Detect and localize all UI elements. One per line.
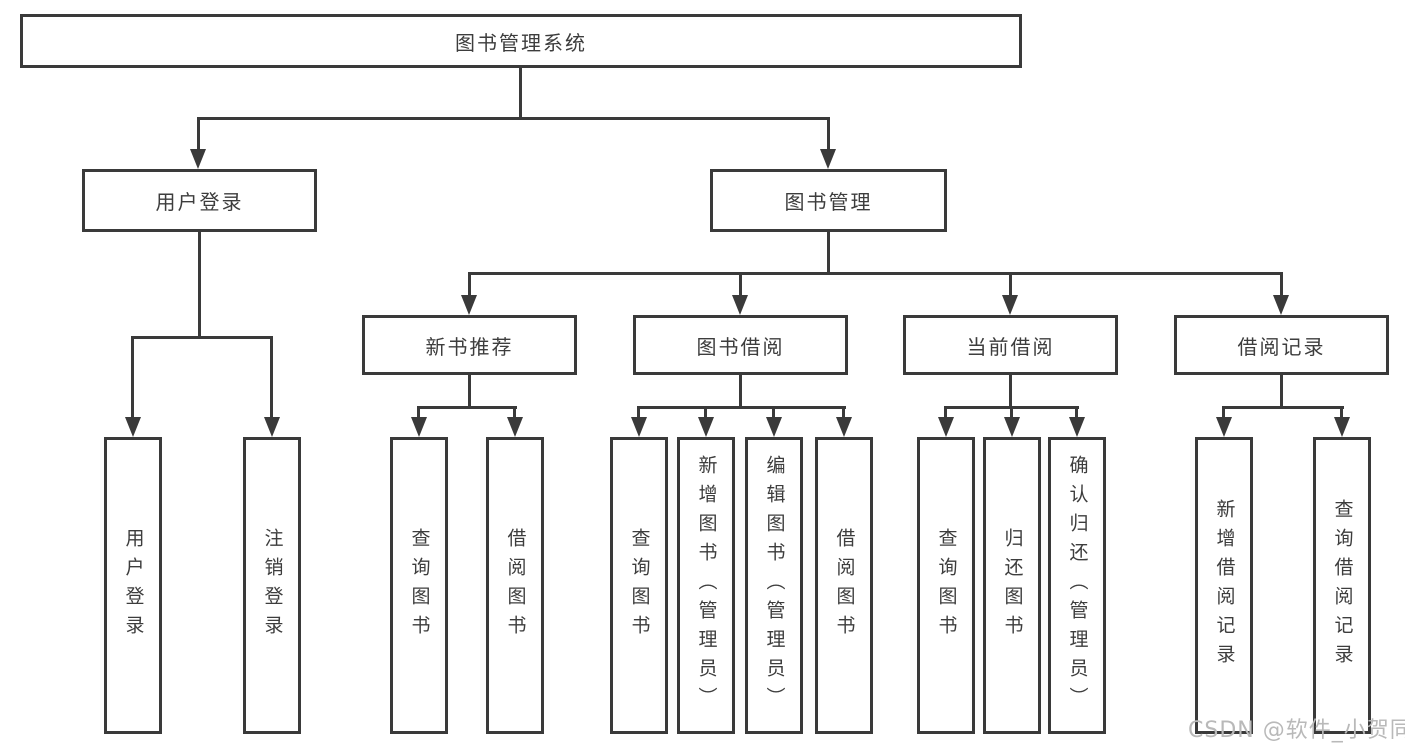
arrowhead-icon	[1334, 417, 1350, 437]
arrowhead-icon	[1216, 417, 1232, 437]
arrowhead-icon	[698, 417, 714, 437]
connector	[827, 118, 830, 152]
leaf-query-books-3: 查询图书	[917, 437, 975, 734]
arrowhead-icon	[125, 417, 141, 437]
connector	[1009, 375, 1012, 408]
connector	[1222, 407, 1225, 420]
csdn-watermark: CSDN @软件_小贺同学	[1188, 718, 1405, 743]
leaf-return-book: 归还图书	[983, 437, 1041, 734]
connector	[1075, 407, 1078, 420]
arrowhead-icon	[732, 295, 748, 315]
connector	[944, 407, 947, 420]
connector	[1280, 273, 1283, 298]
arrowhead-icon	[411, 417, 427, 437]
leaf-query-borrow-record: 查询借阅记录	[1313, 437, 1371, 734]
connector	[197, 118, 200, 152]
leaf-logout: 注销登录	[243, 437, 301, 734]
node-book-management: 图书管理	[710, 169, 947, 232]
node-current-borrow: 当前借阅	[903, 315, 1118, 375]
node-user-login: 用户登录	[82, 169, 317, 232]
arrowhead-icon	[836, 417, 852, 437]
node-library-management-system: 图书管理系统	[20, 14, 1022, 68]
arrowhead-icon	[1069, 417, 1085, 437]
leaf-edit-book-admin: 编辑图书（管理员）	[745, 437, 803, 734]
leaf-borrow-books-2: 借阅图书	[815, 437, 873, 734]
node-borrow-records: 借阅记录	[1174, 315, 1389, 375]
leaf-query-books: 查询图书	[390, 437, 448, 734]
arrowhead-icon	[461, 295, 477, 315]
connector	[513, 407, 516, 420]
connector	[1010, 407, 1013, 420]
arrowhead-icon	[1273, 295, 1289, 315]
connector	[468, 375, 471, 408]
arrowhead-icon	[938, 417, 954, 437]
connector	[842, 407, 845, 420]
connector	[1280, 375, 1283, 408]
connector	[468, 273, 471, 298]
arrowhead-icon	[820, 149, 836, 169]
connector	[1009, 273, 1012, 298]
connector	[637, 406, 846, 409]
connector	[519, 68, 522, 120]
node-book-borrow: 图书借阅	[633, 315, 848, 375]
connector	[739, 273, 742, 298]
arrowhead-icon	[1004, 417, 1020, 437]
connector	[704, 407, 707, 420]
connector	[1340, 407, 1343, 420]
leaf-confirm-return-admin: 确认归还（管理员）	[1048, 437, 1106, 734]
connector	[637, 407, 640, 420]
connector	[417, 406, 517, 409]
arrowhead-icon	[766, 417, 782, 437]
connector	[468, 272, 1283, 275]
arrowhead-icon	[631, 417, 647, 437]
leaf-query-books-2: 查询图书	[610, 437, 668, 734]
connector	[417, 407, 420, 420]
arrowhead-icon	[264, 417, 280, 437]
arrowhead-icon	[507, 417, 523, 437]
connector	[739, 375, 742, 408]
connector	[827, 232, 830, 275]
connector	[197, 117, 830, 120]
leaf-add-borrow-record: 新增借阅记录	[1195, 437, 1253, 734]
leaf-borrow-books: 借阅图书	[486, 437, 544, 734]
connector	[131, 336, 273, 339]
arrowhead-icon	[1002, 295, 1018, 315]
leaf-user-login: 用户登录	[104, 437, 162, 734]
connector	[1222, 406, 1344, 409]
node-new-book-recommend: 新书推荐	[362, 315, 577, 375]
connector	[270, 337, 273, 419]
connector	[198, 232, 201, 339]
leaf-add-book-admin: 新增图书（管理员）	[677, 437, 735, 734]
connector	[772, 407, 775, 420]
connector	[131, 337, 134, 419]
arrowhead-icon	[190, 149, 206, 169]
